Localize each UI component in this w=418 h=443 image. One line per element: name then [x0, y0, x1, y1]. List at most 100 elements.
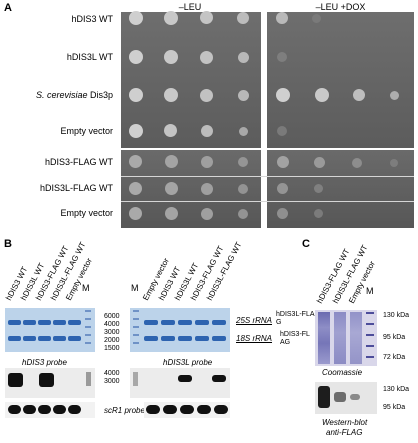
rrna-band	[178, 320, 192, 325]
colony	[129, 124, 143, 138]
kda-label: 130 kDa	[383, 386, 410, 393]
colony	[390, 159, 398, 167]
panel-c-letter: C	[302, 238, 310, 250]
rrna-band	[38, 320, 51, 325]
scr1-band	[163, 405, 177, 414]
rrna-band	[8, 336, 21, 341]
scr1-band	[53, 405, 66, 414]
kda-label: 72 kDa	[383, 354, 406, 361]
colony	[312, 14, 321, 23]
rrna-band	[23, 320, 36, 325]
plate-dox-top	[267, 12, 414, 148]
colony	[276, 12, 288, 24]
ladder-lane	[133, 310, 139, 350]
colony	[238, 184, 248, 194]
rrna-band	[161, 320, 175, 325]
label-hdis3l-flag-arrow: hDIS3L-FLAG	[276, 311, 315, 326]
rrna-band	[195, 320, 209, 325]
plate-divider-1	[121, 176, 414, 177]
marker-label-right: M	[131, 283, 139, 293]
colony	[277, 183, 288, 194]
colony	[201, 156, 213, 168]
row-label-hdis3-wt: hDIS3 WT	[71, 14, 113, 24]
panel-a-letter: A	[4, 2, 12, 14]
label-18s-rrna: 18S rRNA	[236, 334, 273, 343]
colony	[165, 155, 178, 168]
colony	[129, 11, 143, 25]
rrna-band	[53, 320, 66, 325]
label-hdis3l-probe: hDIS3L probe	[163, 358, 213, 367]
ladder-label: 3000	[104, 329, 120, 336]
coomassie-lane	[334, 312, 346, 364]
rrna-band	[144, 320, 158, 325]
label-hdis3-flag-arrow: hDIS3-FLAG	[280, 331, 310, 346]
label-western-blot: Western-blot	[322, 418, 368, 427]
plate-minus-leu-top	[121, 12, 261, 148]
row-label-empty-vector: Empty vector	[60, 126, 113, 136]
rrna-band	[68, 336, 81, 341]
header-minus-leu: –LEU	[178, 2, 202, 12]
colony	[165, 182, 178, 195]
coomassie-marker-lane	[366, 312, 374, 364]
plate-minus-leu-bottom	[121, 150, 261, 228]
scr1-band	[68, 405, 81, 414]
colony	[239, 127, 248, 136]
rrna-band	[212, 336, 226, 341]
row-label-hdis3l-wt: hDIS3L WT	[66, 52, 113, 62]
northern-blot-hdis3l	[130, 368, 230, 398]
label-anti-flag: anti-FLAG	[326, 428, 363, 437]
kda-label: 95 kDa	[383, 334, 406, 341]
colony	[237, 12, 249, 24]
header-minus-leu-plus-dox: –LEU +DOX	[315, 2, 366, 12]
colony	[164, 88, 178, 102]
ladder-lane	[133, 372, 138, 386]
row-label-empty-vector-flag: Empty vector	[60, 208, 113, 218]
northern-band	[178, 375, 192, 382]
colony	[277, 126, 287, 136]
ladder-lane	[86, 372, 91, 386]
ladder-label: 3000	[104, 378, 120, 385]
rrna-band	[38, 336, 51, 341]
ladder-label: 2000	[104, 337, 120, 344]
northern-band	[8, 373, 23, 387]
marker-label-left: M	[82, 283, 90, 293]
colony	[238, 209, 248, 219]
western-band	[318, 386, 330, 408]
row-label-s-cerevisiae-dis3p: S. cerevisiae Dis3p	[0, 90, 113, 100]
colony	[129, 88, 143, 102]
plate-divider-2	[121, 201, 414, 202]
colony	[238, 90, 249, 101]
row-label-hdis3-flag-wt: hDIS3-FLAG WT	[44, 157, 113, 167]
colony	[165, 207, 178, 220]
ladder-label: 1500	[104, 345, 120, 352]
scr1-band	[23, 405, 36, 414]
plate-dox-bottom	[267, 150, 414, 228]
colony	[277, 156, 289, 168]
colony	[314, 157, 325, 168]
ladder-lane	[85, 310, 91, 350]
scr1-band	[197, 405, 211, 414]
kda-label: 130 kDa	[383, 312, 410, 319]
coomassie-lane	[350, 312, 362, 364]
colony	[277, 208, 288, 219]
colony	[200, 11, 213, 24]
rrna-gel-right	[130, 308, 230, 352]
colony	[200, 51, 213, 64]
rrna-band	[53, 336, 66, 341]
panel-b-letter: B	[4, 238, 12, 250]
row-label-species: S. cerevisiae	[35, 90, 88, 100]
colony	[314, 209, 323, 218]
label-coomassie: Coomassie	[322, 368, 363, 377]
ladder-label: 6000	[104, 313, 120, 320]
colony	[201, 208, 213, 220]
scr1-band	[8, 405, 21, 414]
scr1-band	[214, 405, 228, 414]
row-label-protein: Dis3p	[87, 90, 113, 100]
colony	[238, 52, 249, 63]
rrna-gel-left	[5, 308, 95, 352]
rrna-band	[8, 320, 21, 325]
rrna-band	[195, 336, 209, 341]
colony	[390, 91, 399, 100]
rrna-band	[144, 336, 158, 341]
rrna-band	[212, 320, 226, 325]
